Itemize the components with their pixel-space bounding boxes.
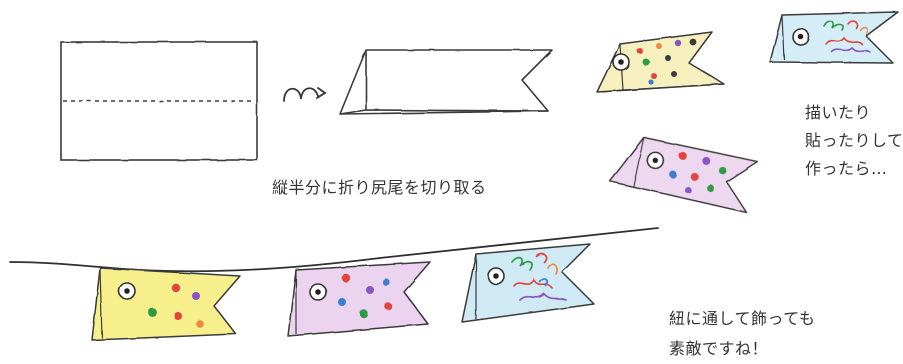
decorate-caption-line: 作ったら… <box>805 159 888 178</box>
folded-paper <box>339 49 553 115</box>
carp-squiggles <box>823 20 871 53</box>
carp-eye <box>792 28 810 46</box>
carp-streamer-icon <box>596 31 725 93</box>
hanging-string <box>9 227 659 273</box>
carp-eye <box>309 283 327 301</box>
fold-instruction-caption: 縦半分に折り尻尾を切り取る <box>272 178 487 197</box>
carp-spots <box>669 151 727 194</box>
carp-squiggles <box>511 252 567 301</box>
carp-eye <box>612 53 630 71</box>
carp-streamer-icon <box>91 267 241 341</box>
decorate-caption-line: 貼ったりして <box>805 131 903 150</box>
string-caption-line: 素敵ですね！ <box>669 339 769 358</box>
decorate-caption-line: 描いたり <box>805 103 872 122</box>
carp-streamer-icon <box>287 261 431 337</box>
carp-spots <box>338 273 392 319</box>
curly-arrow-icon <box>283 87 327 102</box>
carp-streamer-icon <box>461 243 595 323</box>
carp-streamer-icon <box>769 11 899 64</box>
carp-eye <box>487 267 505 285</box>
decorate-caption: 描いたり 貼ったりして 作ったら… <box>805 100 903 184</box>
carp-streamer-icon <box>609 136 759 214</box>
carp-spots <box>637 38 697 85</box>
string-caption: 紐に通して飾っても 素敵ですね！ <box>669 304 815 364</box>
carp-eye <box>646 151 665 170</box>
carp-spots <box>147 283 204 328</box>
carp-eye <box>118 282 136 300</box>
string-caption-line: 紐に通して飾っても <box>669 309 816 328</box>
paper-rectangle <box>60 41 258 161</box>
